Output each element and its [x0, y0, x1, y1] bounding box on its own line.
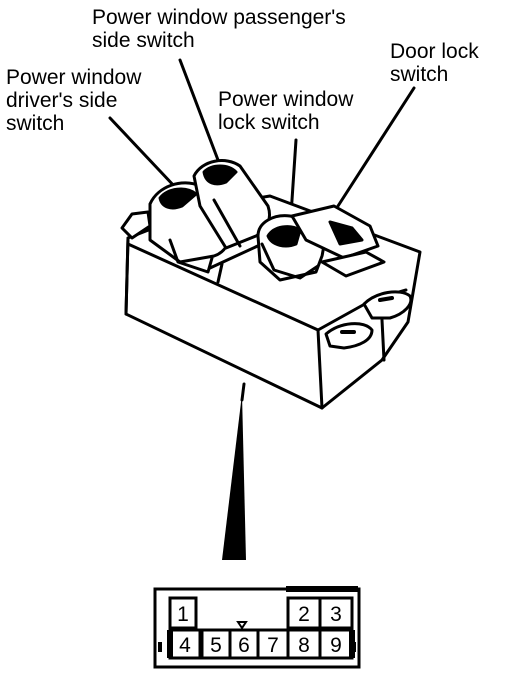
- pin-label-4: 4: [179, 634, 191, 657]
- connector-outline: [153, 587, 361, 669]
- pin-label-2: 2: [298, 603, 310, 626]
- leader-line-driver: [108, 116, 178, 190]
- label-passenger-side-switch: Power window passenger's side switch: [92, 6, 346, 52]
- pin-label-9: 9: [330, 634, 342, 657]
- pin-cell-3: [318, 596, 354, 630]
- label-window-lock-switch: Power window lock switch: [218, 88, 354, 134]
- door-lock-switch-button: [290, 204, 386, 278]
- pin-label-5: 5: [210, 634, 222, 657]
- passenger-side-window-switch: [192, 159, 271, 250]
- pin-label-6: 6: [238, 634, 250, 657]
- connector-pin-diagram: 1 2 3 4 5 6 7 8 9: [153, 586, 361, 669]
- label-door-lock-switch: Door lock switch: [390, 40, 479, 86]
- pin-cell-1: [168, 596, 198, 630]
- pin-1-marker-icon: [236, 621, 248, 630]
- label-driver-side-switch: Power window driver's side switch: [6, 66, 142, 135]
- side-buttons: [324, 290, 413, 350]
- leader-line-passenger: [178, 58, 220, 162]
- pin-label-7: 7: [267, 634, 279, 657]
- pin-label-8: 8: [298, 634, 310, 657]
- pin-label-3: 3: [330, 603, 342, 626]
- leader-line-door: [336, 86, 416, 208]
- pointer-wedge: [222, 394, 246, 560]
- pointer-stem: [240, 382, 246, 402]
- pin-label-1: 1: [177, 603, 189, 626]
